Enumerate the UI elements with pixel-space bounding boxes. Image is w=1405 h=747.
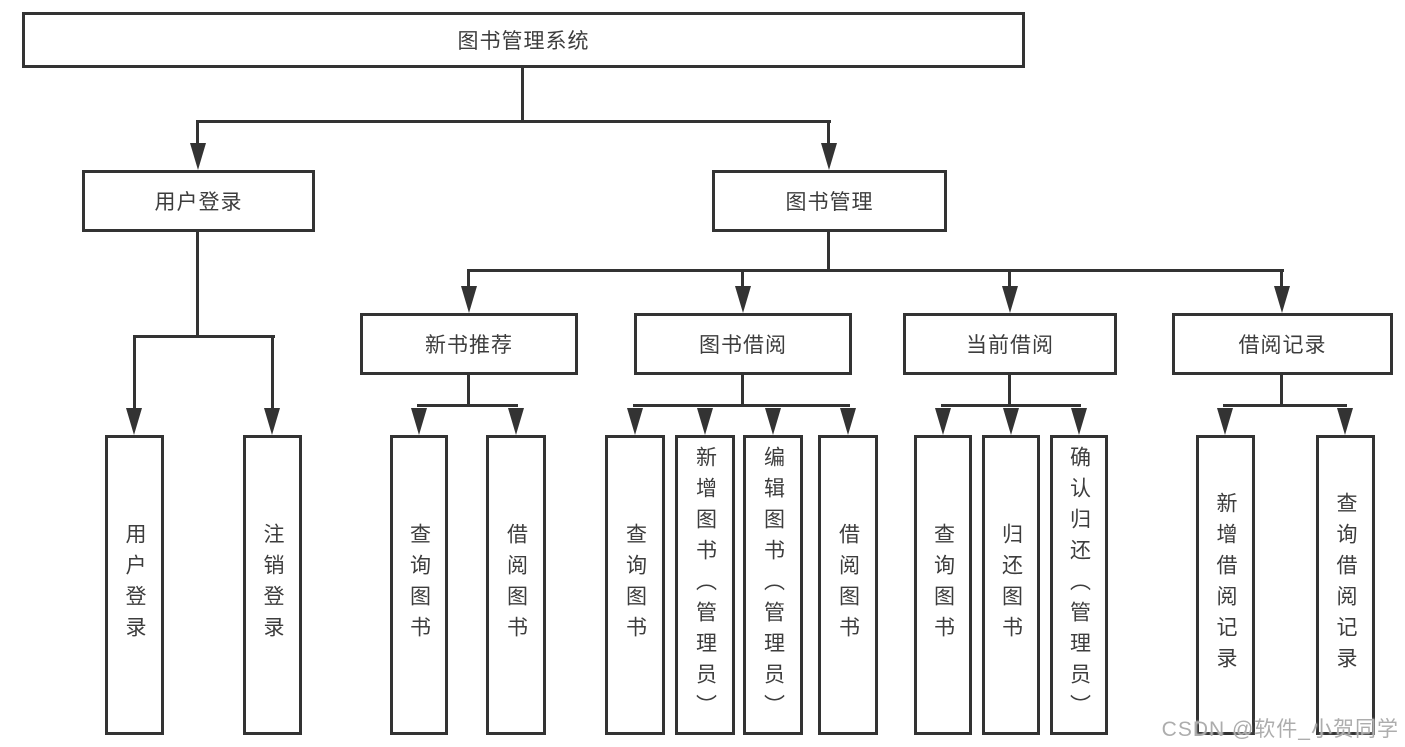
node-label: 查询借阅记录 — [1334, 492, 1357, 678]
arrow-down-icon — [697, 408, 713, 435]
node-label: 借阅图书 — [504, 523, 528, 647]
node-label: 新增借阅记录 — [1214, 492, 1237, 678]
node-label: 注销登录 — [261, 523, 284, 647]
node-borrow-records: 借阅记录 — [1172, 313, 1393, 375]
connector-line — [196, 120, 831, 123]
csdn-watermark: CSDN @软件_小贺同学 — [1161, 718, 1399, 741]
node-label: 查询图书 — [931, 523, 955, 647]
node-label: 图书管理系统 — [457, 30, 590, 53]
connector-line — [417, 404, 518, 407]
node-label: 用户登录 — [154, 191, 243, 214]
arrow-down-icon — [1274, 286, 1290, 313]
node-label: 确认归还（管理员） — [1067, 445, 1091, 725]
leaf-logout: 注销登录 — [243, 435, 302, 735]
leaf-user-login: 用户登录 — [105, 435, 164, 735]
node-label: 新书推荐 — [425, 334, 513, 357]
arrow-down-icon — [461, 286, 477, 313]
node-user-login: 用户登录 — [82, 170, 315, 232]
arrow-down-icon — [1217, 408, 1233, 435]
leaf-query-book-recommend: 查询图书 — [390, 435, 448, 735]
connector-line — [521, 68, 524, 123]
connector-line — [633, 404, 850, 407]
node-book-borrow: 图书借阅 — [634, 313, 852, 375]
arrow-down-icon — [508, 408, 524, 435]
connector-line — [133, 335, 275, 338]
arrow-down-icon — [1002, 286, 1018, 313]
connector-line — [741, 269, 744, 291]
node-label: 用户登录 — [123, 523, 146, 647]
node-label: 查询图书 — [407, 523, 431, 647]
node-label: 编辑图书（管理员） — [761, 445, 785, 725]
connector-line — [467, 269, 1284, 272]
leaf-query-book-current: 查询图书 — [914, 435, 972, 735]
arrow-down-icon — [264, 408, 280, 435]
arrow-down-icon — [627, 408, 643, 435]
connector-line — [827, 120, 830, 146]
arrow-down-icon — [840, 408, 856, 435]
leaf-query-book-borrow: 查询图书 — [605, 435, 665, 735]
node-label: 查询图书 — [623, 523, 647, 647]
node-label: 归还图书 — [999, 523, 1023, 647]
leaf-add-book-admin: 新增图书（管理员） — [675, 435, 735, 735]
connector-line — [1223, 404, 1347, 407]
leaf-edit-book-admin: 编辑图书（管理员） — [743, 435, 803, 735]
connector-line — [467, 269, 470, 291]
connector-line — [1008, 269, 1011, 291]
node-label: 借阅图书 — [836, 523, 860, 647]
connector-line — [1008, 375, 1011, 407]
leaf-add-borrow-record: 新增借阅记录 — [1196, 435, 1255, 735]
node-label: 图书管理 — [785, 191, 874, 214]
node-label: 当前借阅 — [966, 334, 1054, 357]
connector-line — [271, 335, 274, 411]
arrow-down-icon — [935, 408, 951, 435]
arrow-down-icon — [1071, 408, 1087, 435]
node-label: 新增图书（管理员） — [693, 445, 717, 725]
leaf-return-book: 归还图书 — [982, 435, 1040, 735]
node-current-borrow: 当前借阅 — [903, 313, 1117, 375]
leaf-query-borrow-record: 查询借阅记录 — [1316, 435, 1375, 735]
leaf-borrow-book-borrow: 借阅图书 — [818, 435, 878, 735]
connector-line — [1280, 375, 1283, 407]
connector-line — [741, 375, 744, 407]
node-library-system: 图书管理系统 — [22, 12, 1025, 68]
leaf-borrow-book-recommend: 借阅图书 — [486, 435, 546, 735]
node-book-management: 图书管理 — [712, 170, 947, 232]
arrow-down-icon — [735, 286, 751, 313]
node-label: 借阅记录 — [1238, 334, 1327, 357]
leaf-confirm-return-admin: 确认归还（管理员） — [1050, 435, 1108, 735]
node-new-book-recommend: 新书推荐 — [360, 313, 578, 375]
connector-line — [196, 232, 199, 338]
connector-line — [941, 404, 1081, 407]
arrow-down-icon — [126, 408, 142, 435]
connector-line — [467, 375, 470, 407]
arrow-down-icon — [1003, 408, 1019, 435]
connector-line — [827, 232, 830, 272]
connector-line — [133, 335, 136, 411]
connector-line — [196, 120, 199, 146]
arrow-down-icon — [1337, 408, 1353, 435]
connector-line — [1280, 269, 1283, 291]
arrow-down-icon — [190, 143, 206, 170]
node-label: 图书借阅 — [699, 334, 787, 357]
arrow-down-icon — [821, 143, 837, 170]
arrow-down-icon — [411, 408, 427, 435]
arrow-down-icon — [765, 408, 781, 435]
